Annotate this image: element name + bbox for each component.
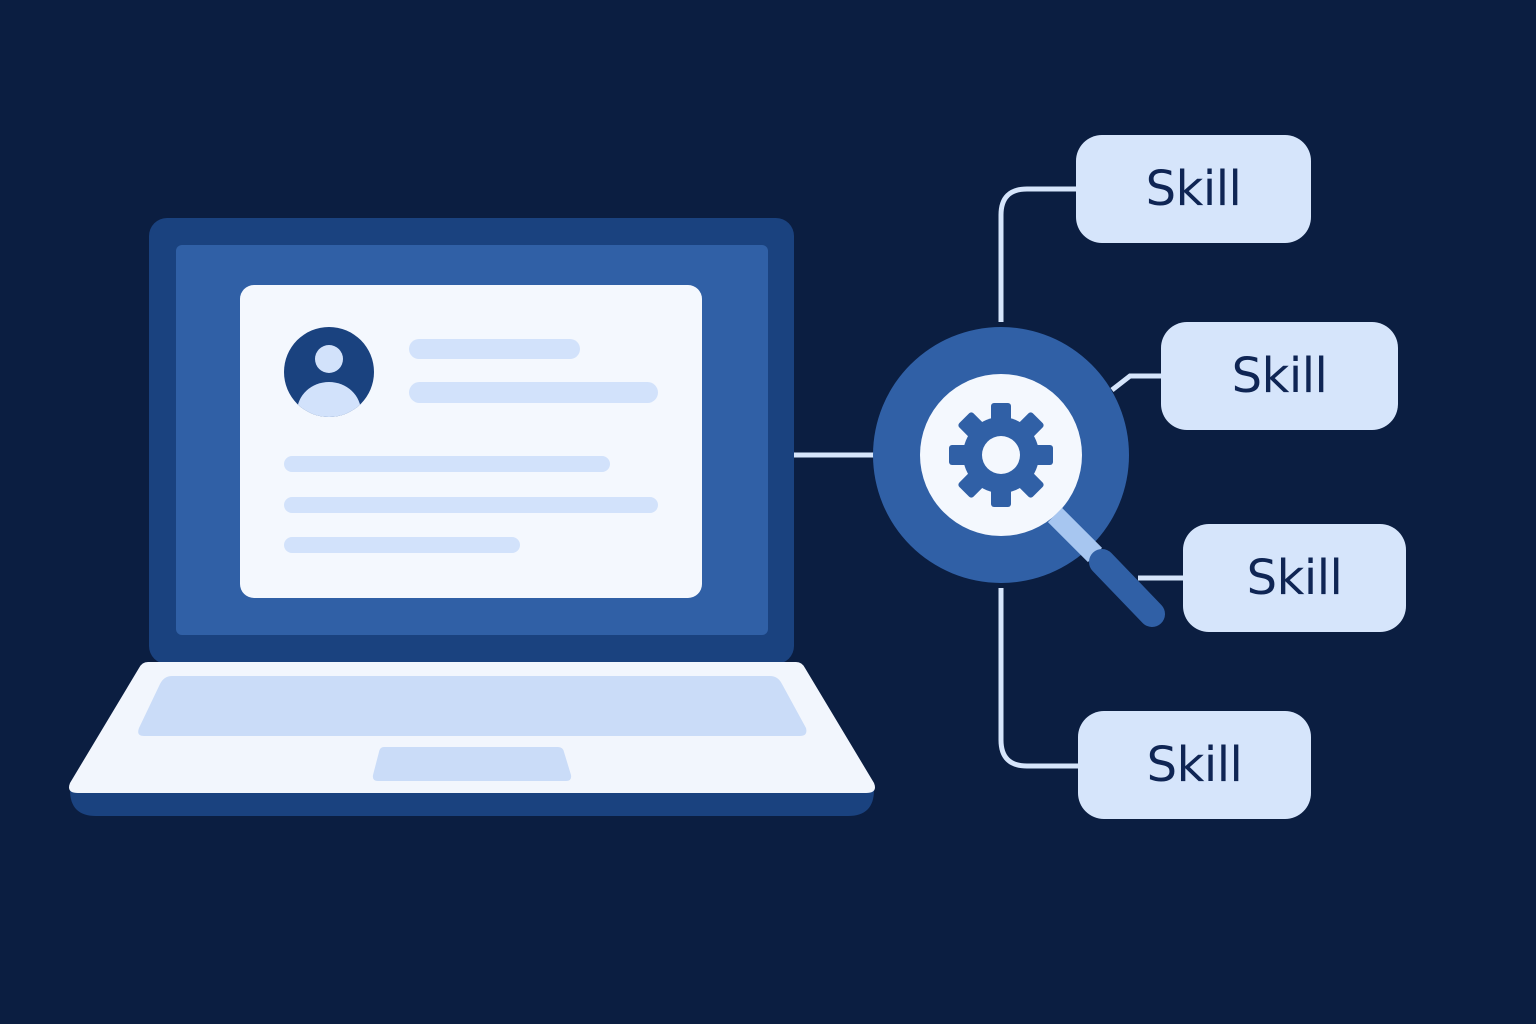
placeholder-line (284, 537, 520, 553)
placeholder-line (284, 497, 658, 513)
skill-label: Skill (1146, 737, 1243, 793)
placeholder-line (409, 382, 658, 403)
skill-box-3: Skill (1183, 524, 1406, 632)
skill-box-2: Skill (1161, 322, 1398, 430)
hub-magnifier (873, 327, 1165, 627)
connector-skill-4 (998, 588, 1080, 769)
connector-lines (794, 186, 1185, 769)
magnifier-neck (1047, 507, 1103, 563)
profile-card (240, 285, 702, 598)
keyboard (138, 676, 807, 736)
skill-box-4: Skill (1078, 711, 1311, 819)
connector-skill-1 (998, 186, 1078, 322)
magnifying-glass-icon (1089, 549, 1165, 627)
placeholder-line (409, 339, 580, 359)
gear-icon (949, 403, 1053, 507)
user-avatar-icon (284, 327, 374, 417)
connector-skill-2 (1110, 373, 1162, 392)
placeholder-line (284, 456, 610, 472)
skill-label: Skill (1145, 161, 1242, 217)
laptop-base-edge (70, 790, 874, 816)
skill-label: Skill (1231, 348, 1328, 404)
placeholder-lines (284, 339, 658, 553)
skill-box-1: Skill (1076, 135, 1311, 243)
skill-label: Skill (1246, 550, 1343, 606)
trackpad (372, 747, 572, 781)
